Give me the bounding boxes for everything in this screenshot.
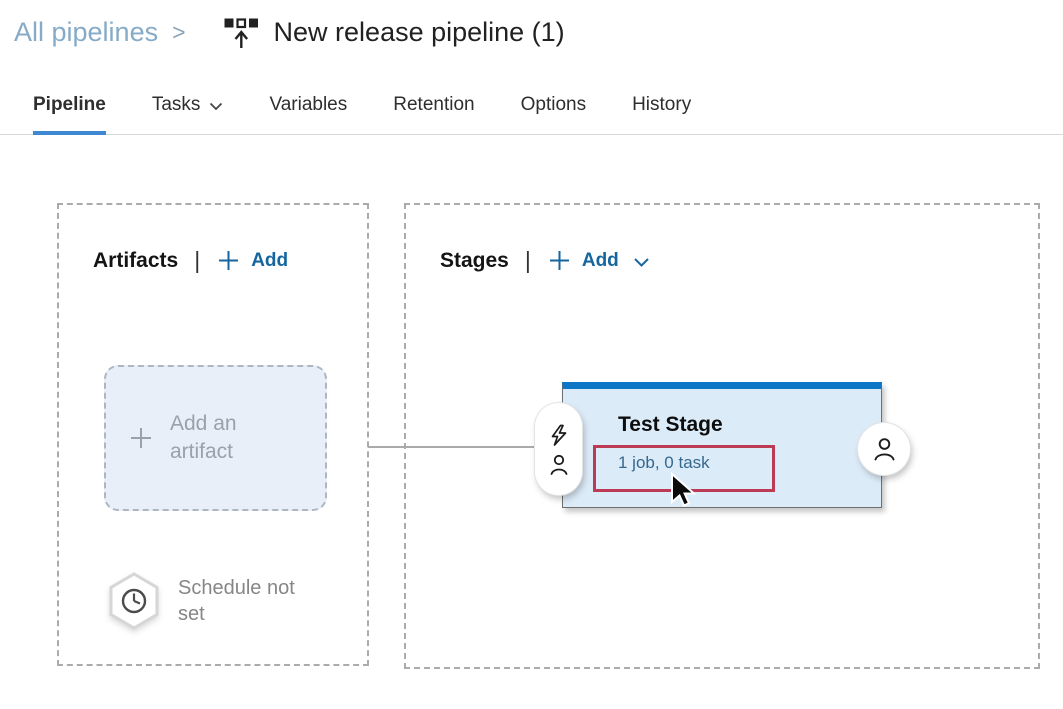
artifacts-title: Artifacts xyxy=(93,248,179,272)
clock-in-hexagon-icon xyxy=(107,571,161,631)
tab-history[interactable]: History xyxy=(632,86,691,135)
tab-history-label: History xyxy=(632,94,692,115)
tab-variables-label: Variables xyxy=(269,94,348,115)
stage-name: Test Stage xyxy=(618,413,723,436)
stage-jobs-tasks-link[interactable]: 1 job, 0 task xyxy=(618,453,710,472)
add-artifact-label: Add xyxy=(251,249,289,271)
artifacts-panel: Artifacts | Add Add an artifact Schedule… xyxy=(57,203,369,666)
add-artifact-placeholder[interactable]: Add an artifact xyxy=(104,365,327,511)
chevron-down-icon xyxy=(209,102,223,111)
tab-tasks-label: Tasks xyxy=(151,94,201,115)
release-pipeline-icon xyxy=(222,16,260,50)
tab-bar: Pipeline Tasks Variables Retention Optio… xyxy=(0,86,1063,135)
person-icon xyxy=(871,436,898,462)
tab-pipeline-label: Pipeline xyxy=(33,94,106,115)
artifact-stage-connector-line xyxy=(368,446,538,448)
schedule-not-set-label: Schedule not set xyxy=(178,577,295,625)
breadcrumb: All pipelines > New release pipeline (1) xyxy=(14,12,565,52)
page-title: New release pipeline (1) xyxy=(273,16,565,47)
stages-header-divider: | xyxy=(524,247,531,273)
tab-retention-label: Retention xyxy=(393,94,475,115)
tab-variables[interactable]: Variables xyxy=(269,86,347,135)
breadcrumb-all-pipelines-link[interactable]: All pipelines xyxy=(14,16,159,47)
post-deployment-conditions-badge[interactable] xyxy=(858,423,910,475)
plus-icon xyxy=(216,248,241,273)
stages-panel-header: Stages | Add xyxy=(440,247,650,274)
tab-options-label: Options xyxy=(520,94,587,115)
stage-card-test-stage[interactable]: Test Stage 1 job, 0 task xyxy=(562,382,882,508)
plus-icon xyxy=(126,423,156,453)
breadcrumb-separator: > xyxy=(172,18,186,45)
chevron-down-icon xyxy=(633,257,650,268)
stages-title: Stages xyxy=(440,248,509,272)
artifacts-panel-header: Artifacts | Add xyxy=(93,247,288,274)
tab-options[interactable]: Options xyxy=(521,86,586,135)
pre-deployment-conditions-badge[interactable] xyxy=(535,403,582,495)
person-icon xyxy=(547,453,571,476)
plus-icon xyxy=(547,248,572,273)
schedule-trigger[interactable]: Schedule not set xyxy=(107,571,303,631)
lightning-icon xyxy=(547,423,571,448)
add-stage-button[interactable]: Add xyxy=(547,248,650,273)
tab-pipeline[interactable]: Pipeline xyxy=(33,86,106,135)
add-artifact-button[interactable]: Add xyxy=(216,248,288,273)
artifacts-header-divider: | xyxy=(194,247,201,273)
add-artifact-placeholder-label: Add an artifact xyxy=(170,411,237,463)
add-stage-label: Add xyxy=(581,249,619,271)
tab-retention[interactable]: Retention xyxy=(393,86,474,135)
tab-tasks[interactable]: Tasks xyxy=(152,86,224,135)
